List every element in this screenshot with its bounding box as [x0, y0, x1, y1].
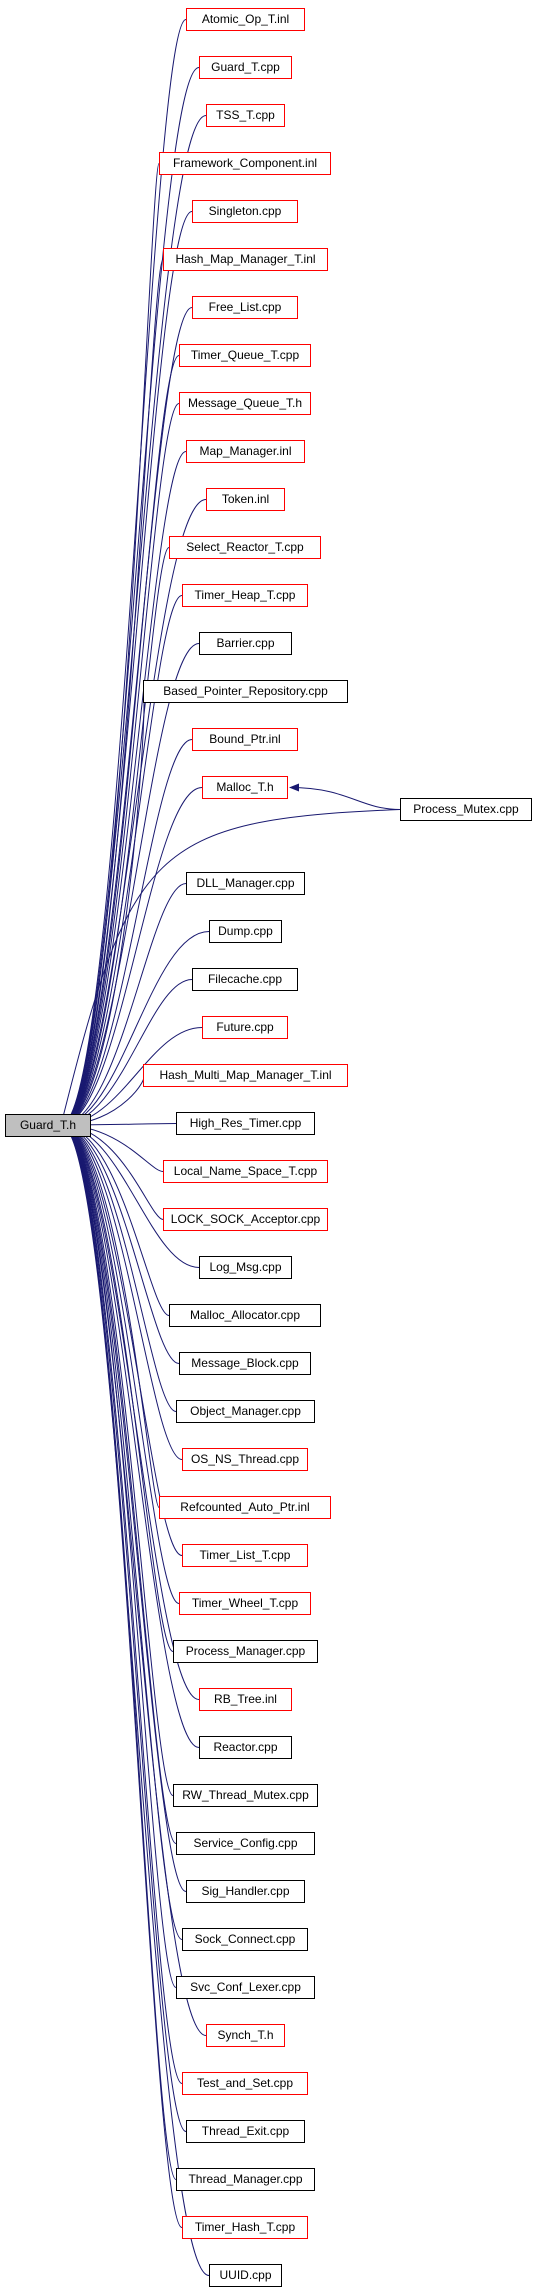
node-svc-conf-lexer-cpp[interactable]: Svc_Conf_Lexer.cpp [176, 1976, 315, 1999]
edge-token-inl [60, 499, 207, 1129]
node-sig-handler-cpp[interactable]: Sig_Handler.cpp [186, 1880, 305, 1903]
edge-process-mutex-to-guard-t-h [59, 809, 401, 1126]
node-process-manager-cpp[interactable]: Process_Manager.cpp [173, 1640, 318, 1663]
edge-atomic-op-t-inl [60, 19, 187, 1129]
edge-sig-handler-cpp [60, 1121, 187, 1892]
edge-malloc-t-h [60, 787, 203, 1129]
node-barrier-cpp[interactable]: Barrier.cpp [199, 632, 292, 655]
node-guard-t-cpp[interactable]: Guard_T.cpp [199, 56, 292, 79]
edge-message-queue-t-h [60, 403, 180, 1129]
node-free-list-cpp[interactable]: Free_List.cpp [192, 296, 298, 319]
node-timer-heap-t-cpp[interactable]: Timer_Heap_T.cpp [182, 584, 308, 607]
edge-based-pointer-repository-cpp [60, 691, 145, 1129]
node-timer-wheel-t-cpp[interactable]: Timer_Wheel_T.cpp [179, 1592, 311, 1615]
node-reactor-cpp[interactable]: Reactor.cpp [199, 1736, 292, 1759]
edge-barrier-cpp [60, 643, 200, 1129]
node-singleton-cpp[interactable]: Singleton.cpp [192, 200, 298, 223]
node-message-queue-t-h[interactable]: Message_Queue_T.h [179, 392, 311, 415]
edge-timer-queue-t-cpp [60, 355, 180, 1129]
edge-timer-heap-t-cpp [60, 595, 183, 1129]
node-process-mutex-cpp[interactable]: Process_Mutex.cpp [400, 798, 532, 821]
edge-bound-ptr-inl [60, 739, 193, 1129]
node-service-config-cpp[interactable]: Service_Config.cpp [176, 1832, 315, 1855]
root-node-guard-t-h[interactable]: Guard_T.h [5, 1114, 91, 1137]
edge-reactor-cpp [60, 1121, 200, 1748]
edge-dll-manager-cpp [60, 883, 187, 1129]
node-lock-sock-acceptor-cpp[interactable]: LOCK_SOCK_Acceptor.cpp [163, 1208, 328, 1231]
node-atomic-op-t-inl[interactable]: Atomic_Op_T.inl [186, 8, 305, 31]
node-framework-component-inl[interactable]: Framework_Component.inl [159, 152, 331, 175]
node-rb-tree-inl[interactable]: RB_Tree.inl [199, 1688, 292, 1711]
edge-hash-map-manager-t-inl [60, 259, 164, 1129]
edge-map-manager-inl [60, 451, 187, 1129]
node-select-reactor-t-cpp[interactable]: Select_Reactor_T.cpp [169, 536, 321, 559]
node-uuid-cpp[interactable]: UUID.cpp [209, 2264, 282, 2287]
edge-free-list-cpp [60, 307, 193, 1129]
node-timer-list-t-cpp[interactable]: Timer_List_T.cpp [182, 1544, 308, 1567]
node-test-and-set-cpp[interactable]: Test_and_Set.cpp [182, 2072, 308, 2095]
node-os-ns-thread-cpp[interactable]: OS_NS_Thread.cpp [182, 1448, 308, 1471]
node-map-manager-inl[interactable]: Map_Manager.inl [186, 440, 305, 463]
edge-os-ns-thread-cpp [60, 1121, 183, 1460]
node-high-res-timer-cpp[interactable]: High_Res_Timer.cpp [176, 1112, 315, 1135]
node-local-name-space-t-cpp[interactable]: Local_Name_Space_T.cpp [163, 1160, 328, 1183]
node-malloc-t-h[interactable]: Malloc_T.h [202, 776, 288, 799]
node-log-msg-cpp[interactable]: Log_Msg.cpp [199, 1256, 292, 1279]
edge-thread-exit-cpp [60, 1121, 187, 2132]
node-future-cpp[interactable]: Future.cpp [202, 1016, 288, 1039]
node-rw-thread-mutex-cpp[interactable]: RW_Thread_Mutex.cpp [173, 1784, 318, 1807]
edge-service-config-cpp [60, 1121, 177, 1844]
node-thread-exit-cpp[interactable]: Thread_Exit.cpp [186, 2120, 305, 2143]
node-object-manager-cpp[interactable]: Object_Manager.cpp [176, 1400, 315, 1423]
node-refcounted-auto-ptr-inl[interactable]: Refcounted_Auto_Ptr.inl [159, 1496, 331, 1519]
node-hash-map-manager-t-inl[interactable]: Hash_Map_Manager_T.inl [163, 248, 328, 271]
edge-process-manager-cpp [60, 1121, 174, 1652]
edge-timer-wheel-t-cpp [60, 1121, 180, 1604]
node-bound-ptr-inl[interactable]: Bound_Ptr.inl [192, 728, 298, 751]
edge-rb-tree-inl [60, 1121, 200, 1700]
edge-refcounted-auto-ptr-inl [60, 1121, 160, 1508]
node-based-pointer-repository-cpp[interactable]: Based_Pointer_Repository.cpp [143, 680, 348, 703]
node-dll-manager-cpp[interactable]: DLL_Manager.cpp [186, 872, 305, 895]
edge-guard-t-cpp [60, 67, 200, 1129]
edge-test-and-set-cpp [60, 1121, 183, 2084]
node-tss-t-cpp[interactable]: TSS_T.cpp [206, 104, 285, 127]
edge-uuid-cpp [60, 1121, 210, 2276]
edge-process-mutex-to-malloc-t-h [289, 783, 401, 810]
edge-timer-hash-t-cpp [60, 1121, 183, 2228]
edge-object-manager-cpp [60, 1121, 177, 1412]
node-token-inl[interactable]: Token.inl [206, 488, 285, 511]
node-message-block-cpp[interactable]: Message_Block.cpp [179, 1352, 311, 1375]
edge-timer-list-t-cpp [60, 1121, 183, 1556]
edge-framework-component-inl [60, 163, 160, 1129]
edge-svc-conf-lexer-cpp [60, 1121, 177, 1988]
node-hash-multi-map-manager-t-inl[interactable]: Hash_Multi_Map_Manager_T.inl [143, 1064, 348, 1087]
node-filecache-cpp[interactable]: Filecache.cpp [192, 968, 298, 991]
node-sock-connect-cpp[interactable]: Sock_Connect.cpp [182, 1928, 308, 1951]
node-malloc-allocator-cpp[interactable]: Malloc_Allocator.cpp [169, 1304, 321, 1327]
node-synch-t-h[interactable]: Synch_T.h [206, 2024, 285, 2047]
edge-select-reactor-t-cpp [60, 547, 170, 1129]
node-timer-queue-t-cpp[interactable]: Timer_Queue_T.cpp [179, 344, 311, 367]
node-timer-hash-t-cpp[interactable]: Timer_Hash_T.cpp [182, 2216, 308, 2239]
node-thread-manager-cpp[interactable]: Thread_Manager.cpp [176, 2168, 315, 2191]
node-dump-cpp[interactable]: Dump.cpp [209, 920, 282, 943]
edge-rw-thread-mutex-cpp [60, 1121, 174, 1796]
